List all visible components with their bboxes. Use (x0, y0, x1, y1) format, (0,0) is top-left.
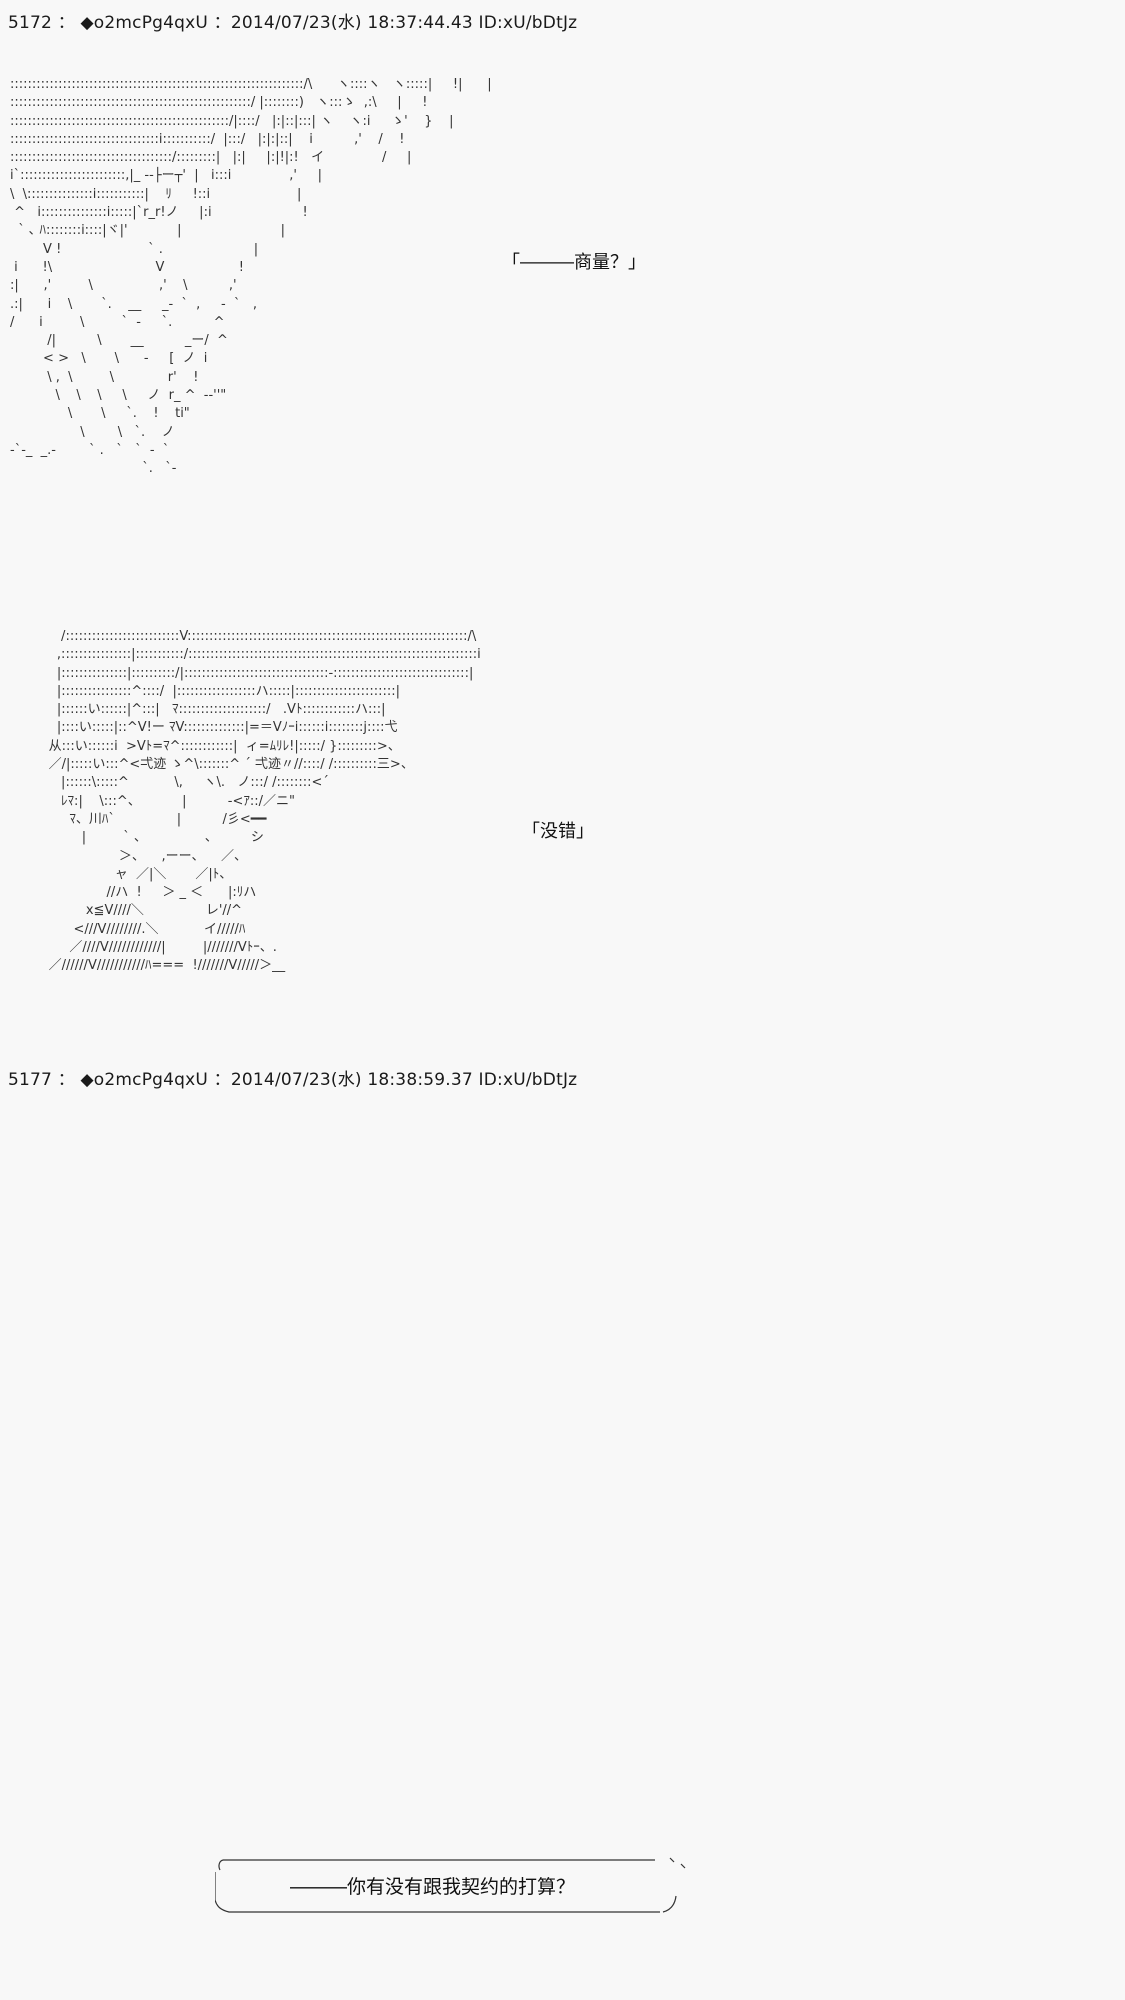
post-separator: ： (57, 1070, 75, 1090)
dialogue-line-2: 「没错」 (522, 821, 594, 842)
ascii-art-scene-1: ::::::::::::::::::::::::::::::::::::::::… (10, 77, 492, 477)
post-header: 5177 ： ◆o2mcPg4qxU ：2014/07/23(水) 18:38:… (8, 1065, 577, 1090)
post-date: 2014/07/23(水) (230, 13, 362, 33)
speech-bubble-frame (215, 1857, 686, 1913)
post-header: 5172 ： ◆o2mcPg4qxU ：2014/07/23(水) 18:37:… (8, 8, 577, 33)
post-trip: ◆o2mcPg4qxU (80, 1070, 209, 1090)
post-separator: ： (213, 1070, 231, 1090)
post-separator: ： (57, 13, 75, 33)
post-date: 2014/07/23(水) (230, 1070, 362, 1090)
post-separator: ： (213, 13, 231, 33)
post-number: 5172 (8, 13, 53, 33)
ascii-art-scene-2: /::::::::::::::::::::::::::V::::::::::::… (48, 629, 481, 974)
post-id: ID:xU/bDtJz (478, 1070, 578, 1090)
post-id: ID:xU/bDtJz (478, 13, 578, 33)
post-time: 18:38:59.37 (367, 1070, 473, 1090)
post-number: 5177 (8, 1070, 53, 1090)
post-time: 18:37:44.43 (367, 13, 473, 33)
dialogue-line-1: 「―――商量？」 (502, 252, 646, 273)
speech-bubble: ―――你有没有跟我契约的打算？ (215, 1852, 690, 1922)
bubble-text: ―――你有没有跟我契约的打算？ (290, 1876, 576, 1898)
post-trip: ◆o2mcPg4qxU (80, 13, 209, 33)
